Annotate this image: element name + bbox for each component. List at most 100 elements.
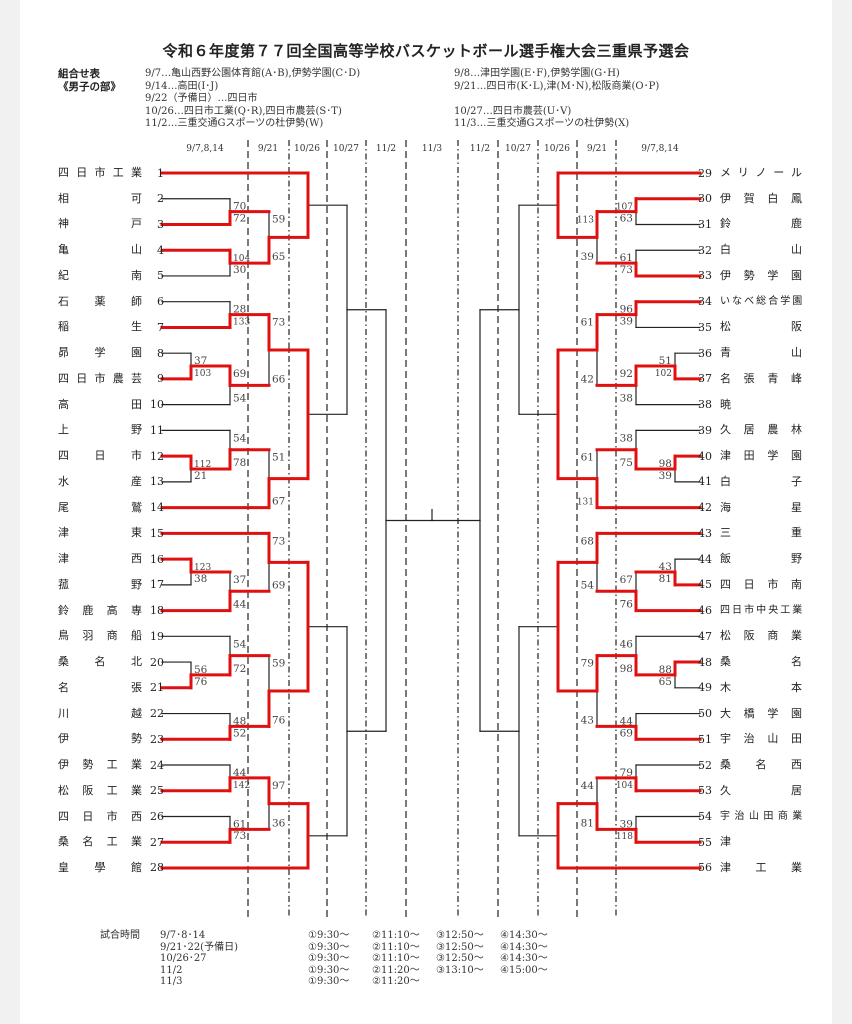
team-number: 47 [698,629,712,643]
match-score: 75 [620,457,633,469]
match-score: 69 [620,727,633,739]
match-score: 39 [620,315,633,327]
team-name: 久居農林 [720,423,802,437]
schedule-time: ①9:30～ [308,930,350,941]
schedule-time: ②11:20～ [372,964,420,976]
page [20,0,832,1024]
team-name: 昴学園 [58,346,142,360]
match-score: 61 [233,819,246,831]
schedule-time: ③12:50～ [436,953,484,964]
team-number: 12 [150,449,164,463]
match-score: 52 [233,727,246,739]
team-number: 27 [150,835,164,849]
team-name: 亀山 [58,243,142,257]
match-score: 104 [616,781,633,791]
team-number: 30 [698,192,712,206]
team-name: 白子 [720,474,802,488]
match-score: 118 [616,832,633,842]
match-score: 44 [233,767,247,779]
team-number: 11 [150,423,164,437]
schedule-time: ②11:10～ [372,930,420,941]
match-score: 39 [581,251,594,263]
team-number: 50 [698,707,712,721]
team-name: 桑名 [720,655,802,669]
team-row: 44 飯野 [698,552,802,566]
team-number: 5 [157,269,164,283]
team-name: 海星 [720,500,802,514]
match-score: 102 [655,369,672,379]
team-number: 19 [150,629,164,643]
team-name: 石薬師 [58,294,142,308]
round-header: 9/21 [586,144,608,154]
match-score: 142 [233,781,250,791]
match-score: 79 [581,658,594,670]
match-score: 39 [659,470,672,482]
match-score: 59 [272,214,285,226]
team-name: 桑名工業 [58,835,142,849]
team-name: 四日市農芸 [58,371,142,385]
team-name: 松阪工業 [58,783,142,797]
team-number: 3 [157,217,164,231]
team-name: 稲生 [58,320,142,334]
team-name: 上野 [58,423,142,437]
venue-line: 11/2…三重交通Gスポーツの杜伊勢(W) [145,118,324,129]
team-number: 23 [150,732,164,746]
match-score: 72 [233,663,246,675]
round-header: 10/27 [505,144,531,154]
match-score: 76 [272,714,286,726]
match-score: 73 [620,264,633,276]
team-name: 飯野 [720,552,802,566]
team-number: 16 [150,552,164,566]
match-score: 73 [233,830,246,842]
team-row: 紀南 5 [58,269,164,283]
match-score: 96 [620,304,634,316]
team-name: 紀南 [58,268,142,282]
venue-line: 9/22（予備日）…四日市 [145,93,258,104]
team-name: 水産 [58,474,142,488]
team-number: 56 [698,861,712,875]
match-score: 78 [233,457,246,469]
round-header: 11/2 [469,144,491,154]
team-row: 桑名工業 27 [58,835,164,849]
team-number: 28 [150,861,164,875]
team-name: 菰野 [58,577,142,591]
team-name: 桑名北 [58,655,142,669]
team-name: 四日市 [58,449,142,463]
match-score: 88 [659,664,672,676]
match-score: 69 [233,368,246,380]
schedule-label: 試合時間 [100,930,140,941]
team-number: 35 [698,320,712,334]
schedule-time: ②11:10～ [372,953,420,964]
team-number: 44 [698,552,712,566]
team-name: 津工業 [720,860,802,874]
team-row: 四日市 12 [58,449,164,463]
team-number: 13 [150,475,164,489]
match-score: 30 [233,264,246,276]
match-score: 72 [233,212,246,224]
match-score: 65 [659,676,672,688]
team-row: 上野 11 [58,423,164,437]
match-score: 38 [620,432,633,444]
round-header: 9/7,8,14 [641,144,679,154]
page-title: 令和６年度第７７回全国高等学校バスケットボール選手権大会三重県予選会 [162,42,690,60]
team-name: いなべ総合学園 [720,295,802,307]
schedule-time: ③13:10～ [436,964,484,976]
